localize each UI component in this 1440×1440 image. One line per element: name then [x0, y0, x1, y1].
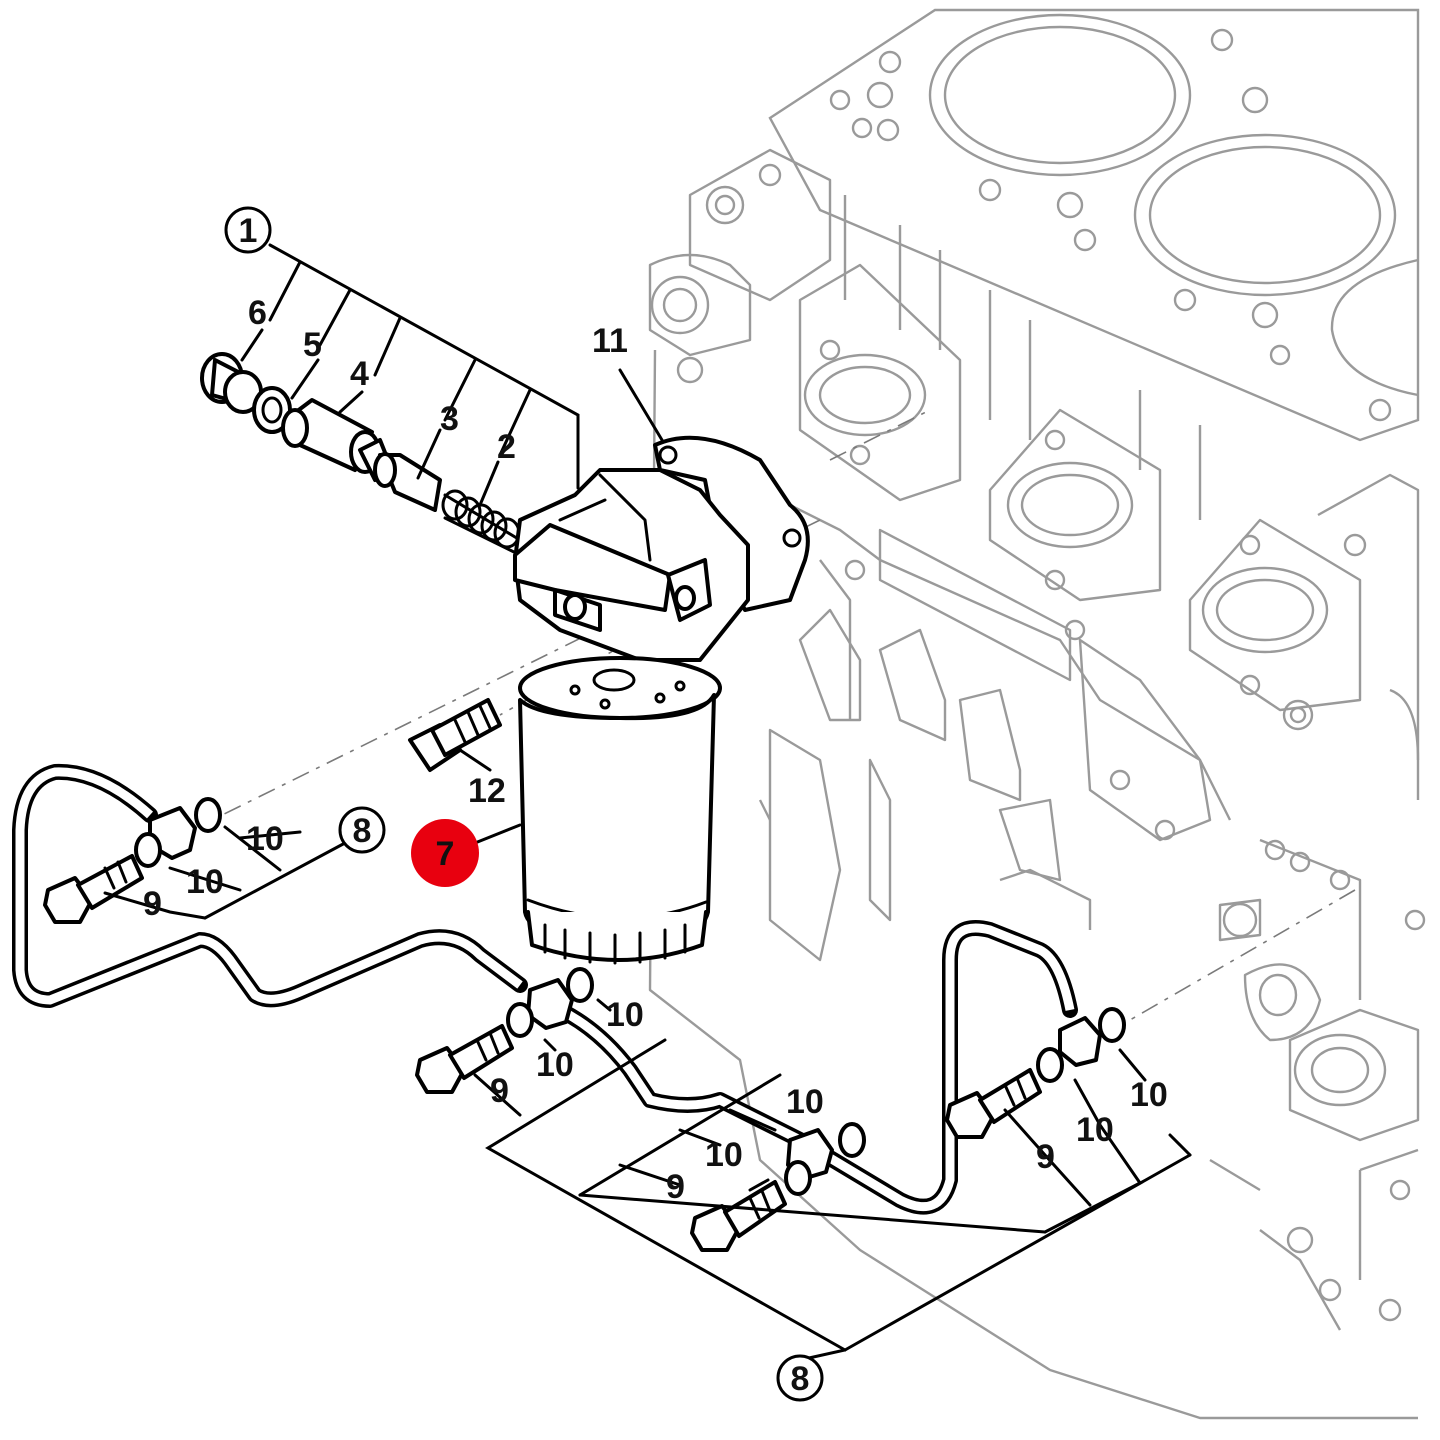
svg-text:1: 1 — [239, 212, 258, 250]
callout-label-9[interactable]: 9 — [1036, 1138, 1055, 1176]
engine-block — [648, 8, 1426, 1420]
callout-label-12[interactable]: 12 — [468, 772, 506, 810]
callout-label-5[interactable]: 5 — [303, 326, 322, 364]
bolt-part-12 — [408, 698, 502, 772]
plug-part-6 — [200, 352, 263, 414]
callout-circle-1[interactable]: 1 — [224, 206, 272, 254]
callout-label-3[interactable]: 3 — [440, 400, 459, 438]
callout-label-10[interactable]: 10 — [246, 820, 284, 858]
svg-text:8: 8 — [791, 1360, 810, 1398]
banjo-bolt — [690, 1180, 787, 1252]
callout-label-10[interactable]: 10 — [1130, 1076, 1168, 1114]
callout-label-10[interactable]: 10 — [606, 996, 644, 1034]
callout-label-6[interactable]: 6 — [248, 294, 267, 332]
assembly-centerlines — [211, 409, 1356, 1021]
callout-label-10[interactable]: 10 — [186, 863, 224, 901]
callout-circle-8-top[interactable]: 8 — [338, 806, 386, 854]
filter-head — [513, 435, 810, 662]
svg-text:8: 8 — [353, 812, 372, 850]
banjo-bolt — [415, 1024, 514, 1094]
relief-valve-parts — [200, 352, 522, 557]
callout-label-4[interactable]: 4 — [350, 355, 369, 393]
banjo-bolt — [945, 1068, 1042, 1139]
callout-label-9[interactable]: 9 — [490, 1072, 509, 1110]
callout-circle-8-bottom[interactable]: 8 — [776, 1354, 824, 1402]
gasket-part-11 — [653, 435, 810, 612]
leader-lines — [103, 243, 1192, 1362]
callout-label-2[interactable]: 2 — [497, 428, 516, 466]
callout-highlight-7[interactable]: 7 — [411, 819, 479, 887]
banjo-bolt — [43, 854, 144, 924]
callout-label-10[interactable]: 10 — [536, 1046, 574, 1084]
oil-lines — [12, 763, 1126, 1215]
callout-label-9[interactable]: 9 — [666, 1168, 685, 1206]
callout-label-10[interactable]: 10 — [705, 1136, 743, 1174]
callout-label-11[interactable]: 11 — [592, 322, 628, 360]
svg-text:7: 7 — [436, 835, 455, 873]
oil-filter-canister — [518, 656, 722, 965]
callout-label-10[interactable]: 10 — [1076, 1111, 1114, 1149]
callout-label-9[interactable]: 9 — [143, 885, 162, 923]
callout-label-10[interactable]: 10 — [786, 1083, 824, 1121]
stem-part-3 — [373, 452, 442, 512]
